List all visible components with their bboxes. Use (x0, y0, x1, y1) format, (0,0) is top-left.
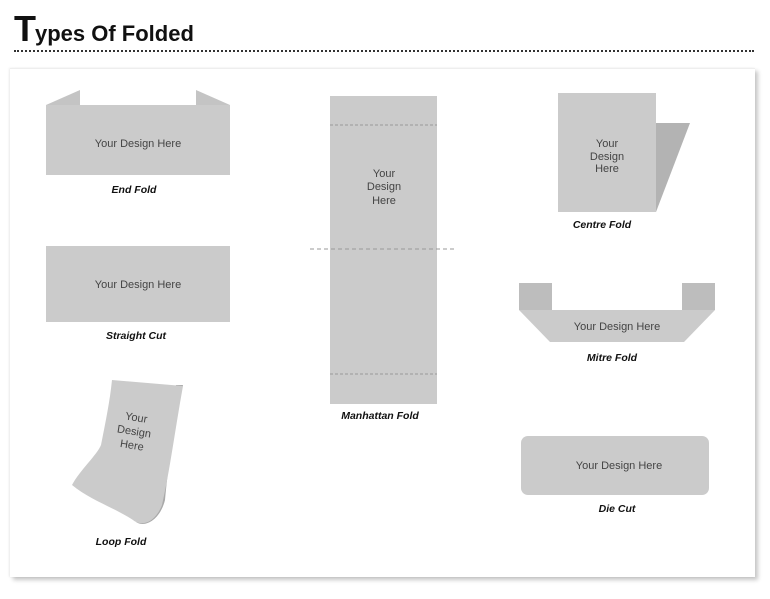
manhattan-fold-design-line-3: Here (372, 195, 396, 207)
manhattan-fold-design-line-2: Design (367, 181, 401, 193)
die-cut-caption: Die Cut (599, 503, 636, 515)
manhattan-fold-illustration: Your Design Here Manhattan Fold (310, 96, 457, 422)
straight-cut-label (46, 246, 230, 322)
mitre-fold-illustration: Your Design Here Mitre Fold (519, 283, 715, 364)
centre-fold-design-line-1: Your (596, 138, 619, 150)
centre-fold-caption: Centre Fold (573, 219, 632, 231)
end-fold-illustration: Your Design Here End Fold (46, 90, 230, 196)
end-fold-left-tab (46, 90, 80, 105)
title-divider (14, 50, 754, 52)
loop-fold-illustration: Your Design Here Loop Fold (72, 380, 183, 548)
manhattan-fold-caption: Manhattan Fold (341, 410, 419, 422)
mitre-fold-right-tab (682, 283, 715, 310)
manhattan-fold-label (330, 96, 437, 404)
loop-fold-design-line-3: Here (119, 438, 144, 454)
end-fold-label (46, 105, 230, 175)
mitre-fold-label (519, 310, 715, 342)
title-rest: ypes Of Folded (35, 21, 194, 46)
centre-fold-design-line-3: Here (595, 163, 619, 175)
centre-fold-illustration: Your Design Here Centre Fold (558, 93, 690, 231)
end-fold-design-text: Your Design Here (95, 138, 181, 150)
end-fold-right-tab (196, 90, 230, 105)
page-title: Types Of Folded (14, 8, 194, 50)
centre-fold-back (655, 123, 690, 212)
straight-cut-illustration: Your Design Here Straight Cut (46, 246, 230, 342)
loop-fold-caption: Loop Fold (96, 536, 147, 548)
loop-fold-design-line-1: Your (124, 411, 148, 426)
mitre-fold-caption: Mitre Fold (587, 352, 638, 364)
title-first-letter: T (14, 8, 36, 49)
straight-cut-caption: Straight Cut (106, 330, 167, 342)
die-cut-illustration: Your Design Here Die Cut (521, 436, 709, 515)
loop-fold-design-line-2: Design (116, 423, 152, 440)
mitre-fold-left-tab (519, 283, 552, 310)
die-cut-design-text: Your Design Here (576, 460, 662, 472)
die-cut-label (521, 436, 709, 495)
centre-fold-label (558, 93, 656, 212)
loop-fold-front (72, 380, 183, 524)
end-fold-caption: End Fold (112, 184, 157, 196)
manhattan-fold-design-line-1: Your (373, 168, 396, 180)
straight-cut-design-text: Your Design Here (95, 279, 181, 291)
mitre-fold-design-text: Your Design Here (574, 321, 660, 333)
centre-fold-design-line-2: Design (590, 151, 624, 163)
